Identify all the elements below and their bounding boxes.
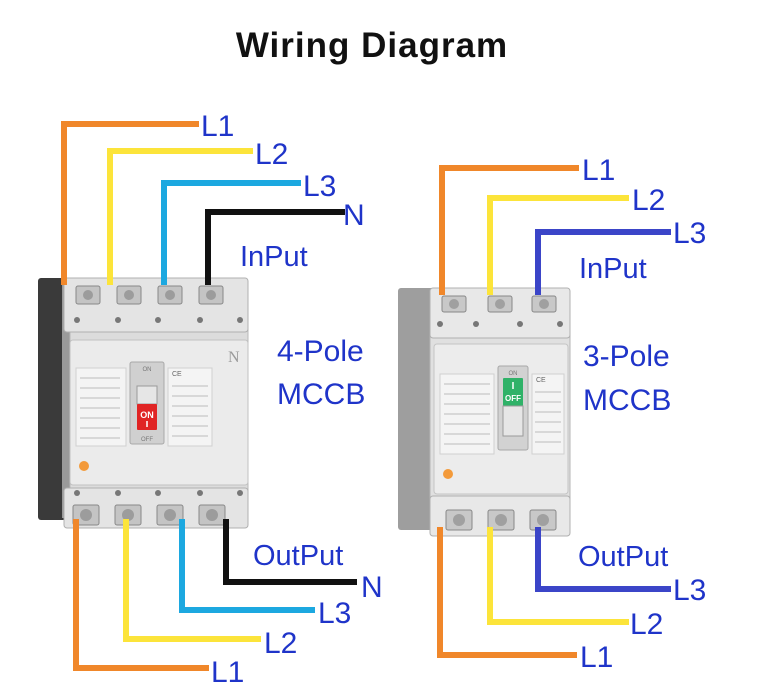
four-pole-face-letter: N — [228, 349, 240, 366]
four-pole-input-wire-l1 — [61, 121, 199, 285]
four-pole-output-caption: OutPut — [253, 540, 343, 572]
four-pole-output-wire-n — [223, 519, 357, 585]
three-pole-breaker: CE ON OFF — [398, 287, 571, 537]
four-pole-right-label — [167, 367, 213, 447]
four-pole-output-wires — [73, 519, 357, 671]
four-pole-input-wire-l3 — [161, 180, 301, 285]
four-pole-input-label-n: N — [343, 199, 365, 232]
three-pole-input-label-l1: L1 — [582, 154, 615, 187]
three-pole-ce-mark: CE — [536, 377, 546, 384]
three-pole-bottom-screws — [445, 509, 557, 531]
three-pole-right-label-lines — [535, 391, 561, 443]
four-pole-right-label-lines — [172, 385, 208, 437]
four-pole-test-button[interactable] — [79, 461, 89, 471]
four-pole-output-wire-l1 — [73, 519, 209, 671]
three-pole-name-line2: MCCB — [583, 384, 671, 417]
four-pole-input-label-l3: L3 — [303, 170, 336, 203]
four-pole-on-button-text: ON — [140, 410, 154, 420]
four-pole-ce-mark: CE — [172, 371, 182, 378]
three-pole-off-button-text: OFF — [505, 394, 521, 403]
four-pole-top-screws — [74, 285, 243, 323]
four-pole-input-caption: InPut — [240, 241, 308, 273]
four-pole-name-line2: MCCB — [277, 378, 365, 411]
four-pole-bottom-screws — [72, 490, 243, 526]
four-pole-output-label-l3: L3 — [318, 597, 351, 630]
three-pole-output-wires — [437, 527, 671, 658]
four-pole-output-wire-l3 — [179, 519, 315, 613]
four-pole-switch-top-text: ON — [143, 367, 152, 373]
four-pole-switch-bottom-text: OFF — [141, 437, 153, 443]
three-pole-output-wire-l3 — [535, 527, 671, 592]
three-pole-output-wire-l2 — [487, 527, 629, 625]
four-pole-left-label-lines — [80, 377, 120, 439]
four-pole-input-wires — [61, 121, 345, 285]
three-pole-left-label-lines — [444, 383, 490, 445]
four-pole-breaker: CE N ON ON OFF — [38, 277, 249, 529]
three-pole-switch-top-text: ON — [509, 371, 518, 377]
four-pole-output-label-n: N — [361, 571, 383, 604]
four-pole-input-label-l1: L1 — [201, 110, 234, 143]
three-pole-right-label — [531, 373, 565, 455]
four-pole-on-button[interactable] — [137, 404, 157, 430]
three-pole-output-caption: OutPut — [578, 541, 668, 573]
three-pole-test-button[interactable] — [443, 469, 453, 479]
four-pole-left-label — [75, 367, 127, 447]
three-pole-input-label-l3: L3 — [673, 217, 706, 250]
four-pole-switch-lever[interactable] — [136, 385, 158, 405]
three-pole-switch-lever[interactable] — [502, 405, 524, 437]
three-pole-input-wire-l3 — [535, 229, 671, 295]
three-pole-input-caption: InPut — [579, 253, 647, 285]
three-pole-back-housing — [398, 288, 434, 530]
three-pole-input-wire-l2 — [487, 195, 629, 295]
three-pole-off-button[interactable] — [503, 378, 523, 406]
three-pole-input-wires — [439, 165, 671, 295]
three-pole-output-label-l1: L1 — [580, 641, 613, 674]
four-pole-output-label-l1: L1 — [211, 656, 244, 689]
four-pole-output-label-l2: L2 — [264, 627, 297, 660]
page-title: Wiring Diagram — [236, 26, 508, 65]
three-pole-input-label-l2: L2 — [632, 184, 665, 217]
three-pole-input-wire-l1 — [439, 165, 579, 295]
four-pole-name-line1: 4-Pole — [277, 335, 364, 368]
three-pole-name-line1: 3-Pole — [583, 340, 670, 373]
three-pole-top-screws — [437, 295, 563, 327]
three-pole-output-label-l3: L3 — [673, 574, 706, 607]
three-pole-output-wire-l1 — [437, 527, 577, 658]
four-pole-input-wire-n — [205, 209, 345, 285]
four-pole-input-label-l2: L2 — [255, 138, 288, 171]
four-pole-output-wire-l2 — [123, 519, 261, 642]
four-pole-input-wire-l2 — [107, 148, 253, 285]
three-pole-output-label-l2: L2 — [630, 608, 663, 641]
